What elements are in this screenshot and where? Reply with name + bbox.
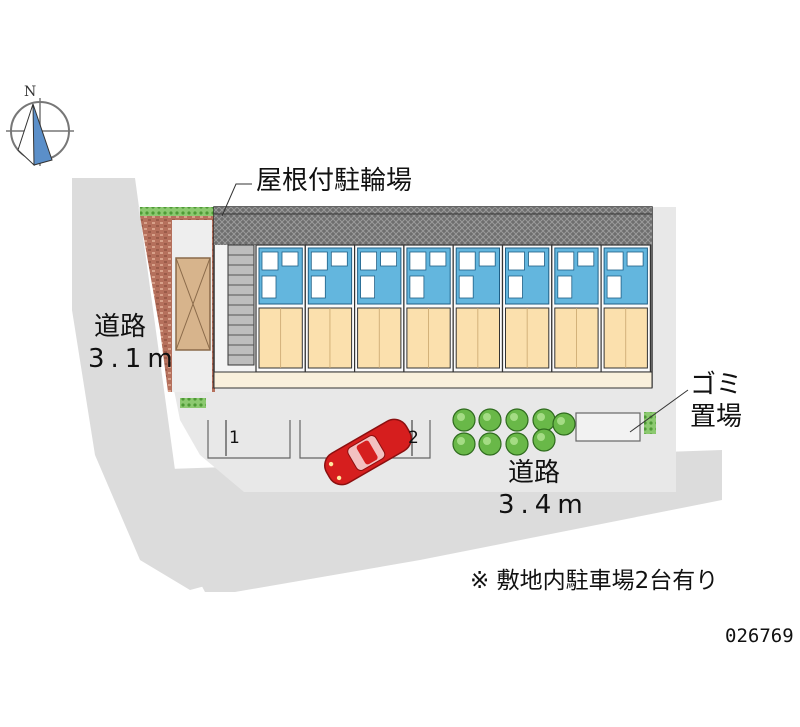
garbage-area <box>575 412 641 442</box>
tree-icon <box>505 408 529 432</box>
unit-fixture <box>409 251 427 271</box>
tree-icon <box>532 428 556 452</box>
tree-icon <box>478 408 502 432</box>
tree-highlight <box>457 437 465 445</box>
apartment-unit <box>600 244 651 373</box>
garbage-callout-line <box>629 389 689 433</box>
hedge-garbage <box>644 412 656 434</box>
apartment-unit <box>304 244 356 373</box>
garbage-label-line2: 置場 <box>690 402 743 432</box>
unit-fixture <box>281 251 299 267</box>
tree-highlight <box>537 413 545 421</box>
unit-fixture <box>409 275 425 299</box>
bicycle-parking-label: 屋根付駐輪場 <box>256 166 413 196</box>
garbage-label-line1: ゴミ <box>690 370 743 400</box>
road-bottom-name: 道路 <box>508 458 561 488</box>
apartment-unit <box>403 244 454 373</box>
parking-slot-2: 2 <box>408 428 419 448</box>
unit-fixture <box>478 251 496 267</box>
tree-icon <box>452 408 476 432</box>
unit-fixture <box>360 275 376 299</box>
unit-fixture <box>557 251 575 271</box>
building-front-strip <box>213 371 653 389</box>
unit-fixture <box>310 275 326 299</box>
road-left-name: 道路 <box>94 312 147 342</box>
bicycle-callout-line <box>221 183 252 217</box>
apartment-unit <box>255 244 306 373</box>
tree-highlight <box>483 413 491 421</box>
unit-fixture <box>310 251 328 271</box>
unit-fixture <box>557 275 573 299</box>
road-bottom-width: 3.4m <box>498 490 589 520</box>
tree-highlight <box>457 413 465 421</box>
north-arrow-icon <box>6 98 74 167</box>
unit-fixture <box>458 275 474 299</box>
unit-fixture <box>606 251 624 271</box>
unit-fixture <box>360 251 378 271</box>
tree-highlight <box>510 413 518 421</box>
apartment-unit <box>501 244 553 373</box>
unit-fixture <box>528 251 545 267</box>
tree-icon <box>532 408 556 432</box>
unit-fixture <box>261 251 279 271</box>
unit-fixture <box>626 251 644 267</box>
unit-fixture <box>330 251 348 267</box>
unit-fixture <box>380 251 398 267</box>
parking-slot-1: 1 <box>229 428 240 448</box>
trees <box>452 408 576 456</box>
apartment-unit <box>551 244 602 373</box>
tree-highlight <box>483 437 491 445</box>
hedge-lower-left <box>180 398 206 408</box>
bicycle-parking-cross <box>175 257 211 351</box>
unit-fixture <box>606 275 622 299</box>
hedge-top <box>140 207 215 216</box>
tree-icon <box>505 432 529 456</box>
tree-highlight <box>557 417 565 425</box>
apartment-unit <box>452 244 504 373</box>
unit-fixture <box>458 251 476 271</box>
unit-fixture <box>261 275 277 299</box>
road-left-width: 3.1m <box>88 344 179 374</box>
apartment-unit <box>354 244 405 373</box>
tree-icon <box>478 432 502 456</box>
property-code: 026769 <box>725 625 794 647</box>
unit-fixture <box>429 251 447 267</box>
building-roof-strip <box>214 207 652 245</box>
unit-fixture <box>508 275 523 299</box>
tree-highlight <box>537 433 545 441</box>
parking-note: ※ 敷地内駐車場2台有り <box>470 568 719 594</box>
stair-steps <box>228 254 254 356</box>
car-icon <box>324 418 412 486</box>
tree-icon <box>552 412 576 436</box>
unit-fixture <box>508 251 525 271</box>
unit-fixture <box>577 251 595 267</box>
tree-highlight <box>510 437 518 445</box>
tree-icon <box>452 432 476 456</box>
compass-north-letter: N <box>24 84 36 100</box>
